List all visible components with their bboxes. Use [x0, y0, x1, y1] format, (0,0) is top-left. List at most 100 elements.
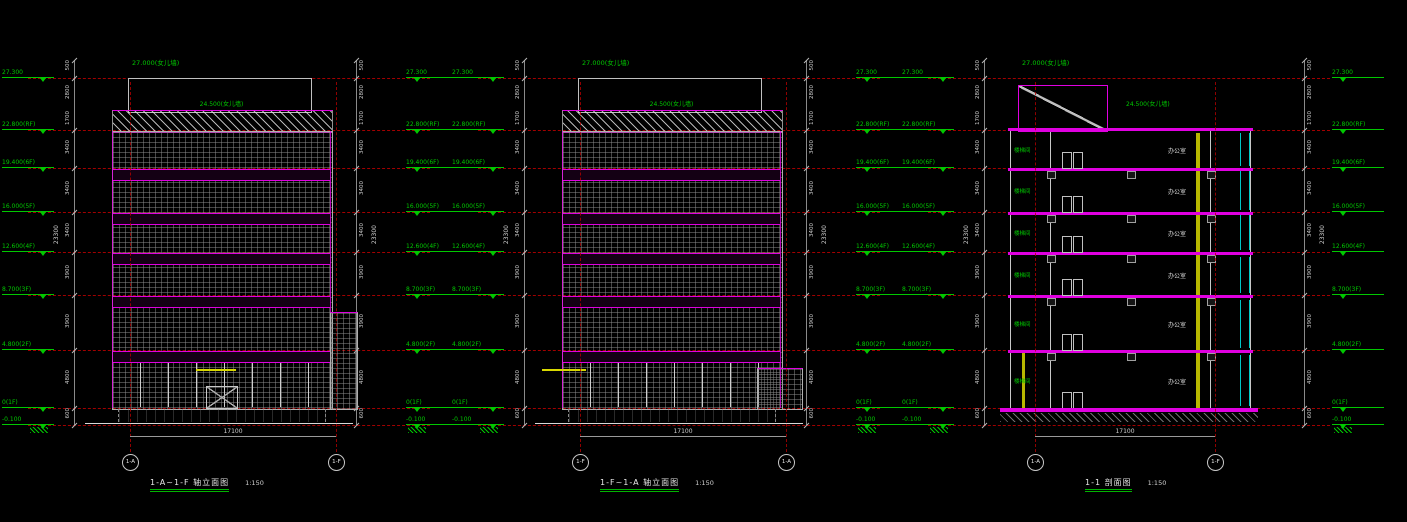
elevation-marker-left: 27.300 — [452, 69, 504, 78]
dimension-text: 3900 — [359, 264, 365, 279]
elevation-marker-right: 27.300 — [856, 69, 908, 78]
room-label: 办公室 — [1167, 230, 1186, 238]
stair-label: 楼梯间 — [1014, 230, 1031, 237]
room-label: 办公室 — [1167, 322, 1186, 329]
elevation-triangle-icon — [490, 295, 496, 299]
elevation-triangle-icon — [940, 78, 946, 82]
elevation-marker-left: 4.800(2F) — [902, 341, 954, 350]
elevation-triangle-icon — [864, 212, 870, 216]
storefront-mullion — [252, 363, 253, 407]
dimension-total: 23300 — [503, 225, 510, 245]
parapet-hatch-band — [112, 110, 333, 133]
parapet-hatch-band — [562, 110, 783, 133]
dimension-text: 1700 — [1307, 111, 1313, 125]
dimension-text: 3400 — [65, 140, 71, 154]
stair-label: 楼梯间 — [1014, 147, 1031, 154]
elevation-marker-left: 0(1F) — [452, 399, 504, 408]
elevation-triangle-icon — [1340, 252, 1346, 256]
elevation-triangle-icon — [1340, 212, 1346, 216]
roof-parapet-label: 27.000(女儿墙) — [582, 59, 630, 67]
elevation-marker-right: 8.700(3F) — [1332, 286, 1384, 295]
elevation-triangle-icon — [490, 130, 496, 134]
elevation-triangle-icon — [864, 252, 870, 256]
dimension-text: 3900 — [1307, 264, 1313, 279]
dimension-text: 600 — [359, 407, 365, 419]
stair-label: 楼梯间 — [1014, 322, 1031, 328]
elevation-marker-left: -0.100 — [452, 416, 504, 425]
elevation-triangle-icon — [40, 130, 46, 134]
spandrel-band — [563, 169, 780, 181]
canopy-strip — [196, 369, 236, 371]
elevation-marker-left: 27.300 — [902, 69, 954, 78]
bottom-dimension-text: 17100 — [223, 428, 243, 435]
dimension-text: 4800 — [65, 370, 71, 384]
storefront-mullion — [308, 363, 309, 407]
elevation-triangle-icon — [40, 168, 46, 172]
elevation-marker-right: 4.800(2F) — [406, 341, 458, 350]
elevation-triangle-icon — [40, 350, 46, 354]
spandrel-band — [113, 253, 330, 265]
window-frame — [1240, 355, 1250, 406]
window-frame — [1240, 215, 1250, 250]
dimension-text: 3900 — [515, 313, 521, 328]
elevation-marker-left: -0.100 — [902, 416, 954, 425]
elevation-marker-left: 19.400(6F) — [452, 159, 504, 168]
annex-block — [330, 312, 358, 410]
dimension-text: 3900 — [809, 264, 815, 279]
elevation-marker-right: 12.600(4F) — [856, 243, 908, 252]
room-label: 办公室 — [1167, 188, 1186, 196]
beam-section — [1047, 215, 1056, 223]
storefront-mullion — [730, 363, 731, 407]
beam-section — [1047, 255, 1056, 263]
stair-label: 楼梯间 — [1014, 273, 1031, 279]
view-title-row: 1-F~1-A 轴立面图 1:150 — [600, 477, 714, 492]
elevation-marker-right: 0(1F) — [856, 399, 908, 408]
elevation-triangle-icon — [1340, 168, 1346, 172]
dimension-text: 3400 — [359, 140, 365, 154]
dimension-text: 2800 — [1307, 85, 1313, 99]
stair-label: 楼梯间 — [1014, 378, 1031, 385]
dimension-total: 23300 — [963, 225, 970, 245]
stair-label: 楼梯间 — [1014, 188, 1031, 195]
dimension-text: 2800 — [975, 85, 981, 99]
beam-section — [1047, 298, 1056, 306]
elevation-triangle-icon — [864, 408, 870, 412]
elevation-marker-left: 12.600(4F) — [2, 243, 54, 252]
dimension-text: 500 — [1307, 60, 1313, 71]
elevation-triangle-icon — [940, 212, 946, 216]
spandrel-band — [113, 213, 330, 225]
door-leaf — [1073, 236, 1083, 253]
elevation-triangle-icon — [490, 408, 496, 412]
ground-hatch-symbol — [1334, 427, 1352, 433]
level-line — [28, 425, 430, 426]
stair-penthouse — [1018, 85, 1108, 132]
annex-block — [757, 368, 803, 410]
facade-edge — [562, 131, 563, 408]
view-title-text: 1-F~1-A 轴立面图 — [600, 477, 680, 492]
storefront-mullion — [140, 363, 141, 407]
elevation-triangle-icon — [414, 78, 420, 82]
spandrel-band — [113, 351, 330, 363]
view-title-text: 1-1 剖面图 — [1085, 477, 1132, 492]
elevation-triangle-icon — [940, 168, 946, 172]
window-frame — [1240, 171, 1250, 210]
beam-section — [1047, 353, 1056, 361]
dimension-text: 4800 — [809, 370, 815, 384]
elevation-marker-right: 16.000(5F) — [406, 203, 458, 212]
roof-parapet-label: 27.000(女儿墙) — [132, 59, 180, 67]
elevation-triangle-icon — [864, 78, 870, 82]
elevation-marker-left: 16.000(5F) — [2, 203, 54, 212]
floor-slab — [1008, 350, 1253, 353]
dimension-text: 4800 — [515, 370, 521, 384]
dimension-text: 500 — [359, 60, 365, 71]
window-frame — [1240, 300, 1250, 348]
elevation-triangle-icon — [1340, 350, 1346, 354]
dimension-text: 1700 — [809, 111, 815, 125]
axis-line — [1215, 82, 1216, 452]
view-title-text: 1-A~1-F 轴立面图 — [150, 477, 230, 492]
elevation-marker-left: 4.800(2F) — [2, 341, 54, 350]
axis-bubble: 1-A — [122, 454, 139, 471]
storefront-mullion — [224, 363, 225, 407]
